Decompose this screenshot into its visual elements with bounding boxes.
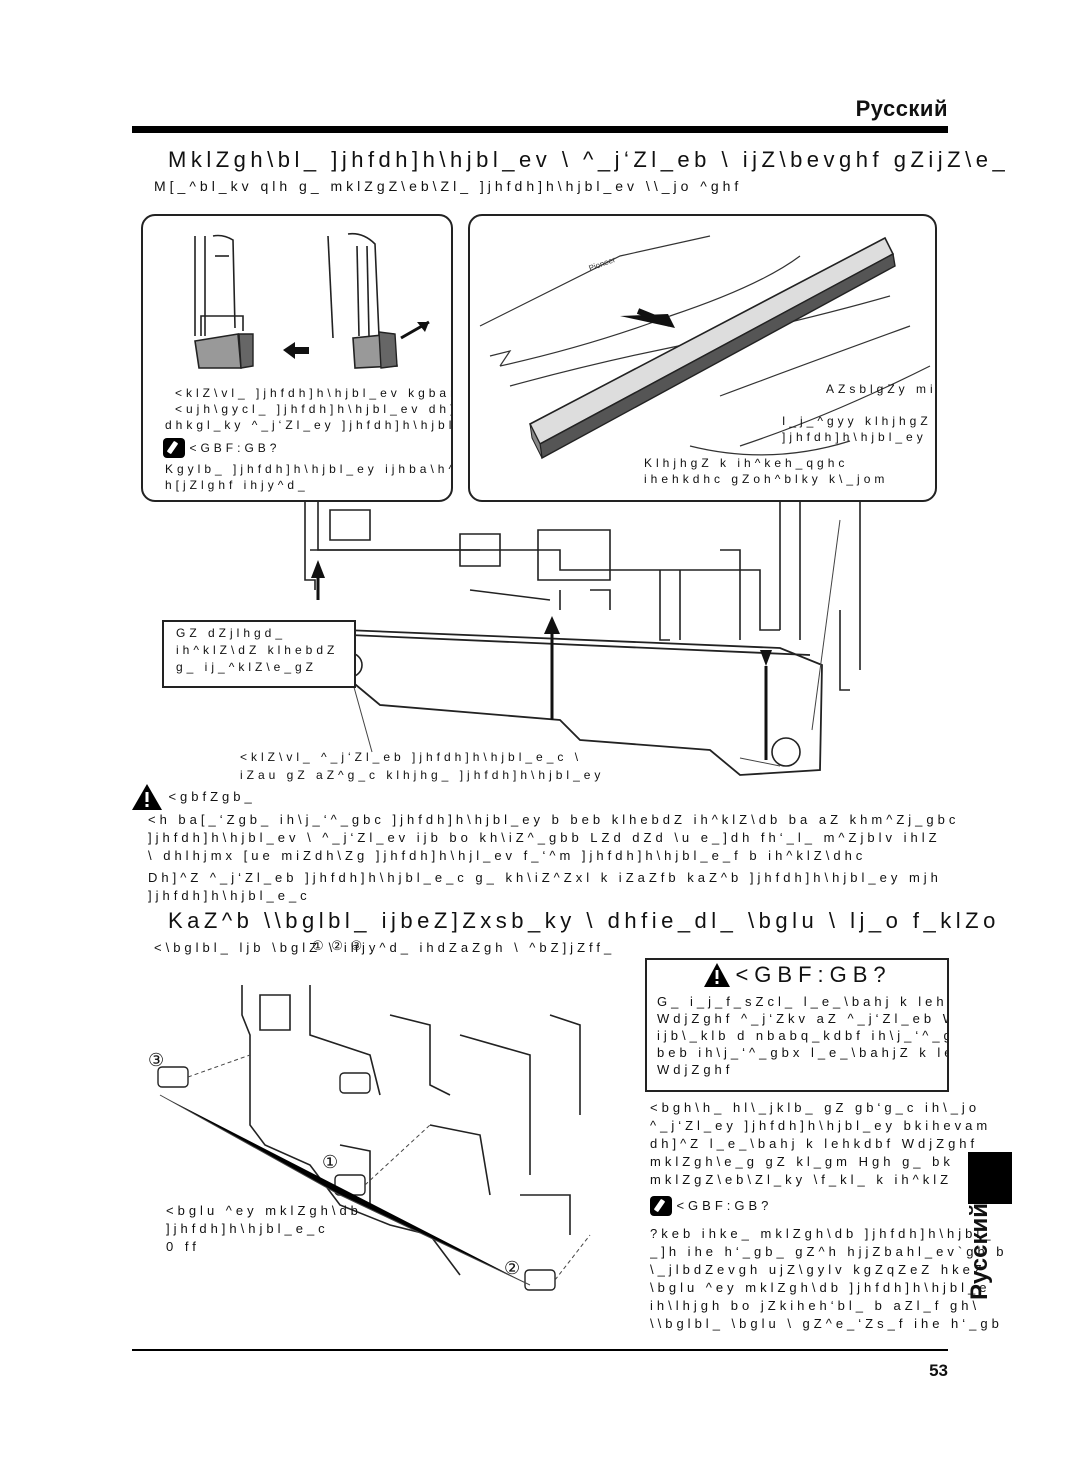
screw-marker-3: ③ xyxy=(148,1050,165,1070)
section1-title: MklZgh\bl_ ]jhfdh]h\hjbl_ev \ ^_j‘Zl_eb … xyxy=(168,147,1010,172)
inset-left-note-2: h[jZlghf ihjy^d_ xyxy=(165,478,309,492)
page-number: 53 xyxy=(929,1361,948,1380)
screw-installation-illustration xyxy=(157,985,591,1291)
warning-triangle-icon xyxy=(704,963,730,987)
right-col-note-1: ?keb ihke_ mklZgh\db ]jhfdh]h\hjbl_ xyxy=(650,1226,995,1241)
warning-line-2: WdjZghf ^_j‘Zkv aZ ^_j‘Zl_eb Wlh xyxy=(657,1011,947,1026)
warning-line-5: WdjZghf xyxy=(657,1062,734,1077)
right-col-line-2: ^_j‘Zl_ey ]jhfdh]h\hjbl_ey bkihevam xyxy=(650,1118,992,1133)
warning-line-4: beb ih\j_‘^_gbx l_e_\bahjZ k lehkdbf xyxy=(657,1045,947,1060)
label-front-side-2: ]jhfdh]h\hjbl_ey xyxy=(782,430,927,444)
caution-para2-2: ]jhfdh]h\hjbl_e_c xyxy=(148,888,311,903)
right-col-note-label: <GBF:GB? xyxy=(676,1198,773,1214)
caution-para1-3: \ dhlhjmx [ue miZdh\Zg ]jhfdh]h\hjl_ev f… xyxy=(148,848,867,863)
pencil-icon xyxy=(650,1196,672,1216)
right-col-note-header: <GBF:GB? xyxy=(650,1196,772,1216)
caution-para1-1: <h ba[_‘Zgb_ ih\j_‘^_gbc ]jhfdh]h\hjbl_e… xyxy=(148,812,960,827)
screw-marker-1: ① xyxy=(322,1152,339,1172)
note-label: <GBF:GB? xyxy=(189,441,281,456)
label-side-2: ihehkdhc gZoh^blky k\_jom xyxy=(644,472,889,486)
right-col-line-5: mklZgZ\eb\Zl_ky \f_kl_ k ih^klZ xyxy=(650,1172,953,1187)
caution-header: <gbfZgb_ xyxy=(130,782,256,812)
right-col-note-4: \bglu ^ey mklZgh\db ]jhfdh]h\hjbl_e xyxy=(650,1280,991,1295)
screw-caption-3: 0 ff xyxy=(166,1239,200,1254)
pencil-icon xyxy=(163,438,185,458)
inset-left-caption-3: dhkgl_ky ^_j‘Zl_ey ]jhfdh]h\hjbl_ey xyxy=(165,418,451,432)
caution-label: <gbfZgb_ xyxy=(168,789,256,805)
screw-marker-2: ② xyxy=(504,1258,521,1278)
top-rule xyxy=(132,126,948,133)
warning-triangle-icon xyxy=(132,784,162,810)
label-front-side-1: I_j_^gyy klhjhgZ xyxy=(782,414,932,428)
inset-left-note: <GBF:GB? xyxy=(163,438,280,458)
right-col-line-1: <bgh\h_ hl\_jklb_ gZ gb‘g_c ih\_jo xyxy=(650,1100,981,1115)
svg-text:Pioneer: Pioneer xyxy=(588,255,617,273)
caution-para2-1: Dh]^Z ^_j‘Zl_eb ]jhfdh]h\hjbl_e_c g_ kh\… xyxy=(148,870,942,885)
language-header: Русский xyxy=(855,96,948,121)
section1-subtitle: M[_^bl_kv qlh g_ mklZgZ\eb\Zl_ ]jhfdh]h\… xyxy=(154,178,743,194)
inset-left-caption-1: <klZ\vl_ ]jhfdh]h\hjbl_ev kgbam ih^ mehf xyxy=(175,386,451,400)
insert-caption-1: <klZ\vl_ ^_j‘Zl_eb ]jhfdh]h\hjbl_e_c \ xyxy=(240,750,583,764)
caution-para1-2: ]jhfdh]h\hjbl_ev \ ^_j‘Zl_ev ijb bo kh\i… xyxy=(148,830,941,845)
warning-label: <GBF:GB? xyxy=(735,962,892,987)
main-installation-illustration xyxy=(304,500,861,776)
speaker-cover-illustration: Pioneer xyxy=(479,235,931,460)
right-col-note-6: \\bglbl_ \bglu \ gZ^e_‘Zs_f ihe h‘_gb xyxy=(650,1316,1003,1331)
hook-note-3: g_ ij_^klZ\e_gZ xyxy=(176,660,317,674)
section2-subtitle: <\bglbl_ ljb \bglZ \ ihjy^d_ ihdZaZgh \ … xyxy=(154,940,616,955)
hook-detail-illustration xyxy=(194,232,430,369)
insert-caption-2: iZau gZ aZ^g_c klhjhg_ ]jhfdh]h\hjbl_ey xyxy=(240,768,605,782)
inset-left-box: <klZ\vl_ ]jhfdh]h\hjbl_ev kgbam ih^ mehf… xyxy=(141,214,453,502)
warning-box: <GBF:GB? G_ i_j_f_sZcl_ l_e_\bahj k lehk… xyxy=(645,958,949,1092)
right-col-line-3: dh]^Z l_e_\bahj k lehkdbf WdjZghf xyxy=(650,1136,979,1151)
hook-note-2: ih^klZ\dZ klhebdZ xyxy=(176,643,339,657)
language-side-label: Русский xyxy=(966,1203,993,1300)
hook-note-1: GZ dZjlhgd_ xyxy=(176,626,287,640)
hook-note-box: GZ dZjlhgd_ ih^klZ\dZ klhebdZ g_ ij_^klZ… xyxy=(162,620,356,688)
circled-numbers: ① ② ③ xyxy=(312,938,365,953)
right-col-note-5: ih\lhjgh bo jZkiheh‘bl_ b aZl_f gh\ xyxy=(650,1298,981,1313)
right-col-note-3: \_jlbdZevgh ujZ\gylv kgZqZeZ hkeZ xyxy=(650,1262,986,1277)
right-col-note-2: _]h ihe h‘_gb_ gZ^h hjjZbahl_ev`gh b xyxy=(650,1244,1008,1259)
inset-left-note-1: Kgylb_ ]jhfdh]h\hjbl_ey ijhba\h^bl_ \ xyxy=(165,462,451,476)
bottom-rule xyxy=(132,1349,948,1351)
right-col-line-4: mklZgh\e_g gZ kl_gm Hgh g_ bk xyxy=(650,1154,954,1169)
warning-line-3: ijb\_klb d nbabq_kdbf ih\j_‘^_gbyf xyxy=(657,1028,947,1043)
language-side-tab xyxy=(968,1152,1012,1204)
inset-right-box: Pioneer AZsblgZy mi I_j_^gyy klhjhgZ ]jh… xyxy=(468,214,937,502)
screw-caption-1: <bglu ^ey mklZgh\db xyxy=(166,1203,362,1218)
section2-title: KaZ^b \\bglbl_ ijbeZ]Zxsb_ky \ dhfie_dl_… xyxy=(168,908,1000,933)
warning-line-1: G_ i_j_f_sZcl_ l_e_\bahj k lehkdbfb xyxy=(657,994,947,1009)
warning-header: <GBF:GB? xyxy=(703,962,947,988)
label-protective-sheet: AZsblgZy mi xyxy=(826,382,937,396)
label-side-1: KlhjhgZ k ih^keh_qghc xyxy=(644,456,849,470)
inset-left-caption-2: <ujh\gycl_ ]jhfdh]h\hjbl_ev dh]^Z hg xyxy=(175,402,451,416)
screw-caption-2: ]jhfdh]h\hjbl_e_c xyxy=(166,1221,329,1236)
